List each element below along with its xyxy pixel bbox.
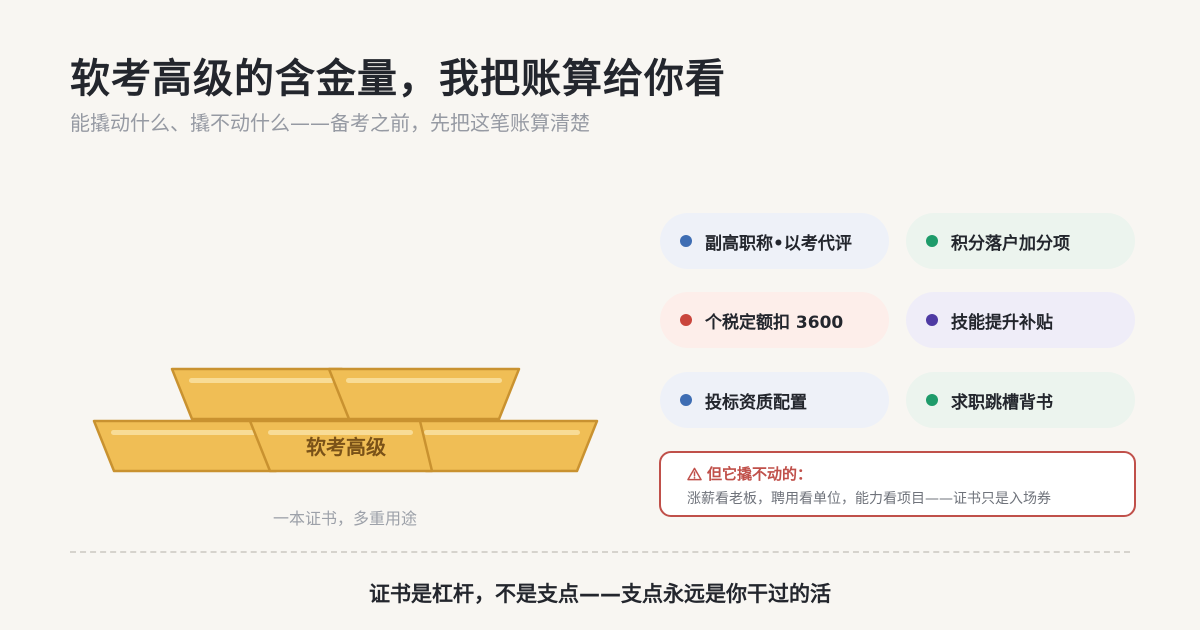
benefit-label: 求职跳槽背书 [951,392,1053,413]
gold-bar-label: 软考高级 [306,435,386,459]
page-title: 软考高级的含金量，我把账算给你看 [70,56,726,102]
bullet-dot-icon [680,235,692,247]
benefit-pill-job-endorsement: 求职跳槽背书 [906,372,1135,428]
benefit-label: 副高职称•以考代评 [705,233,852,254]
benefit-label: 投标资质配置 [705,392,807,413]
gold-bar-bottom-center: 软考高级 [248,419,434,473]
gold-bar-bottom-right [405,419,599,473]
warning-title: 但它撬不动的： [707,465,813,483]
benefit-label: 个税定额扣 3600 [705,312,844,333]
bullet-dot-icon [680,314,692,326]
warning-triangle-icon [687,467,702,480]
bullet-dot-icon [926,235,938,247]
gold-caption: 一本证书，多重用途 [272,509,417,528]
benefit-pill-bidding-qualification: 投标资质配置 [660,372,889,428]
footer-takeaway: 证书是杠杆，不是支点——支点永远是你干过的活 [369,582,831,606]
gold-bars-illustration: 软考高级 [92,367,599,473]
benefit-pill-tax-deduction: 个税定额扣 3600 [660,292,889,348]
bullet-dot-icon [926,314,938,326]
bullet-dot-icon [926,394,938,406]
warning-title-row: 但它撬不动的： [687,463,1134,484]
benefit-label: 技能提升补贴 [951,312,1053,333]
benefit-pill-title-evaluation: 副高职称•以考代评 [660,213,889,269]
warning-box: 但它撬不动的： 涨薪看老板，聘用看单位，能力看项目——证书只是入场券 [659,451,1136,517]
warning-body: 涨薪看老板，聘用看单位，能力看项目——证书只是入场券 [687,491,1051,507]
benefit-label: 积分落户加分项 [951,233,1070,254]
benefit-pill-skill-subsidy: 技能提升补贴 [906,292,1135,348]
benefit-pill-residency-points: 积分落户加分项 [906,213,1135,269]
bullet-dot-icon [680,394,692,406]
gold-bar-bottom-left [92,419,278,473]
dashed-divider [70,551,1130,553]
page-subtitle: 能撬动什么、撬不动什么——备考之前，先把这笔账算清楚 [70,111,590,135]
gold-bar-top-right [327,367,521,421]
